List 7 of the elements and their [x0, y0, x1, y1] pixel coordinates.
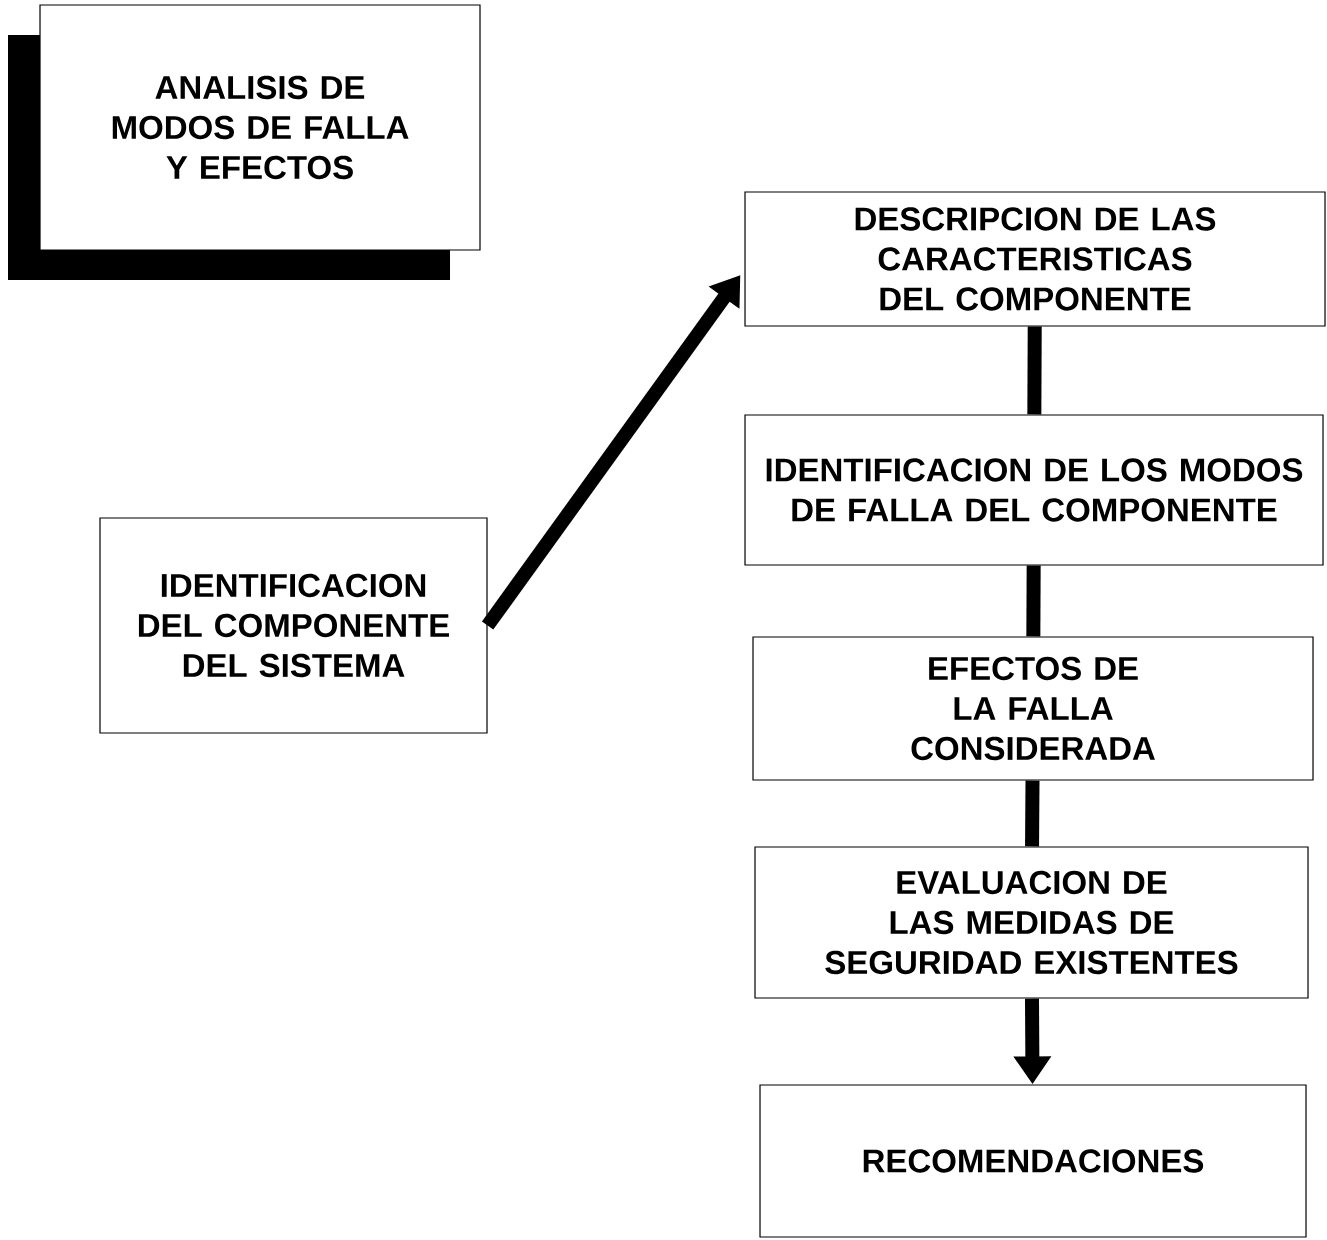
process-box: DESCRIPCION DE LAS CARACTERISTICAS DEL COMPONENTE — [744, 191, 1326, 327]
process-box: RECOMENDACIONES — [759, 1084, 1307, 1238]
process-box: EFECTOS DE LA FALLA CONSIDERADA — [752, 636, 1314, 781]
process-box: IDENTIFICACION DEL COMPONENTE DEL SISTEMA — [99, 517, 488, 734]
title-box: ANALISIS DE MODOS DE FALLA Y EFECTOS — [8, 4, 481, 280]
process-box: EVALUACION DE LAS MEDIDAS DE SEGURIDAD EXISTENTES — [754, 846, 1309, 999]
process-box: IDENTIFICACION DE LOS MODOS DE FALLA DEL COMPONENTE — [744, 414, 1324, 566]
